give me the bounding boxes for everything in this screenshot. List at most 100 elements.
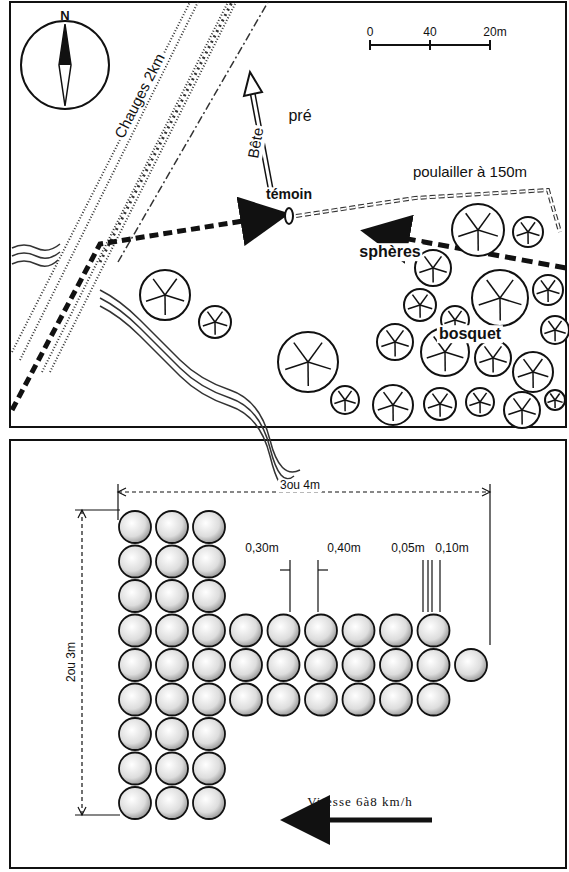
sphere <box>156 787 188 819</box>
tree <box>373 385 413 425</box>
sphere <box>156 684 188 716</box>
map-label: 0,10m <box>433 542 470 555</box>
scale-bar <box>370 40 490 50</box>
tree-branch <box>513 398 522 410</box>
map-label: 0,40m <box>325 542 362 555</box>
tree-branch <box>433 268 447 272</box>
tree-branch <box>419 305 421 318</box>
tree-branch <box>392 405 394 421</box>
sphere <box>119 546 151 578</box>
map-label: 2ou 3m <box>65 640 78 684</box>
map-label: sphères <box>357 243 422 261</box>
tree <box>545 390 565 410</box>
tree-branch <box>440 404 452 408</box>
tree-branch <box>412 295 420 305</box>
panel-frame <box>10 440 566 868</box>
sphere <box>268 649 300 681</box>
tree <box>513 217 543 247</box>
tree-branch <box>445 352 463 358</box>
tree-branch <box>395 330 403 342</box>
tree-branch <box>493 346 501 358</box>
tree-branch <box>487 280 500 298</box>
tree-branch <box>395 342 409 346</box>
tree <box>377 324 413 360</box>
sphere <box>119 649 151 681</box>
sphere <box>193 684 225 716</box>
tree-branch <box>521 222 528 232</box>
road <box>12 2 268 372</box>
tree-branch <box>345 400 356 403</box>
tree-branch <box>550 394 555 400</box>
tree <box>404 289 436 321</box>
map-label: 0,05m <box>389 542 426 555</box>
tree <box>278 332 338 392</box>
tree-branch <box>500 280 513 298</box>
tree-branch <box>473 393 480 402</box>
tree-branch <box>479 298 500 305</box>
sphere <box>230 684 262 716</box>
sphere <box>156 511 188 543</box>
tree-branch <box>555 394 560 400</box>
sphere <box>305 649 337 681</box>
map-label: 0,30m <box>243 542 280 555</box>
map-label: pré <box>286 107 313 125</box>
tree <box>466 388 494 416</box>
sphere <box>193 718 225 750</box>
sphere <box>193 546 225 578</box>
tree <box>475 340 511 376</box>
tree-branch <box>334 400 345 404</box>
tree-branch <box>455 311 462 320</box>
sphere <box>343 684 375 716</box>
tree-branch <box>479 402 481 413</box>
trajectory <box>12 72 566 410</box>
tree-branch <box>533 372 548 377</box>
tree-branch <box>555 330 566 333</box>
tree-branch <box>153 279 165 295</box>
sphere <box>230 615 262 647</box>
sphere <box>156 718 188 750</box>
tree-branch <box>458 230 478 237</box>
tree-branch <box>521 410 523 424</box>
tree-branch <box>433 256 441 268</box>
tree-branch <box>480 393 487 402</box>
tree-branch <box>393 392 402 405</box>
map-label: témoin <box>264 187 314 202</box>
tree <box>140 270 190 320</box>
map-label: poulailler à 150m <box>411 164 529 181</box>
tree-branch <box>466 213 478 230</box>
tree-branch <box>479 358 493 363</box>
tree-branch <box>547 400 555 403</box>
tree <box>472 270 528 326</box>
tree-branch <box>308 343 322 362</box>
tree-branch <box>439 404 441 417</box>
sphere <box>380 615 412 647</box>
tree-branch <box>146 295 165 301</box>
tree-branch <box>378 405 393 410</box>
tree-branch <box>203 322 215 326</box>
tree-branch <box>522 410 536 414</box>
tree-branch <box>393 405 408 410</box>
tree <box>513 352 553 392</box>
sphere <box>343 649 375 681</box>
tree-branch <box>307 362 309 386</box>
sphere <box>119 580 151 612</box>
tree-branch <box>428 404 440 408</box>
tree-branch <box>165 295 184 301</box>
sphere <box>119 753 151 785</box>
tree <box>331 386 359 414</box>
tree-branch <box>469 402 480 406</box>
sphere <box>455 649 487 681</box>
tree-branch <box>207 312 215 322</box>
tree-branch <box>484 346 493 358</box>
tree-branch <box>477 230 479 251</box>
sphere <box>119 718 151 750</box>
tree-branch <box>384 392 393 405</box>
sphere <box>156 649 188 681</box>
tree <box>504 392 540 428</box>
tree-branch <box>444 352 446 371</box>
tree-branch <box>547 290 549 302</box>
tree-branch <box>548 321 555 330</box>
tree-branch <box>345 391 352 400</box>
